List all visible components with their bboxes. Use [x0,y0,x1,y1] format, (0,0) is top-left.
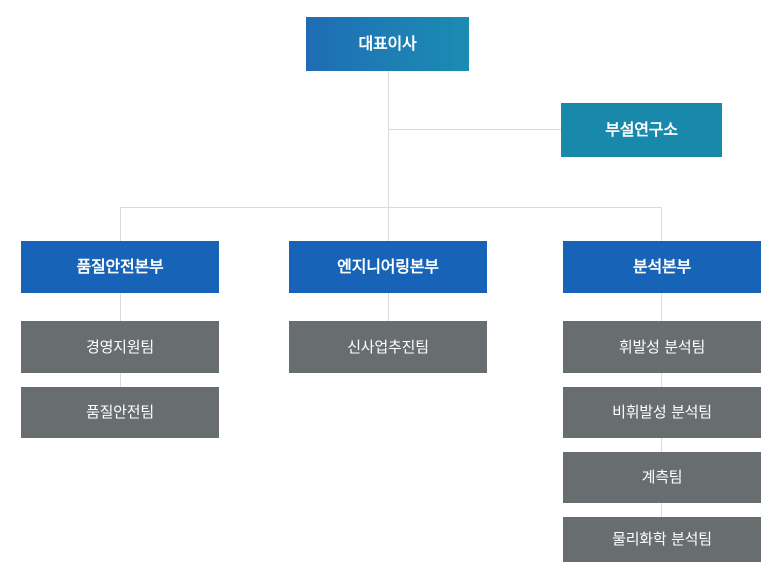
node-ceo[interactable]: 대표이사 [306,17,469,71]
node-team-management-support-label: 경영지원팀 [85,337,154,356]
node-division-engineering[interactable]: 엔지니어링본부 [289,241,487,293]
connector-division-bus [120,207,662,208]
node-team-nonvolatile-analysis[interactable]: 비휘발성 분석팀 [563,387,761,438]
connector-bus-to-division-3 [661,207,662,241]
node-team-management-support[interactable]: 경영지원팀 [21,321,219,373]
node-team-new-business-label: 신사업추진팀 [347,337,429,356]
node-team-measurement-label: 계측팀 [641,468,683,487]
connector-division-3-to-team-1 [661,293,662,321]
connector-division-3-team-1-to-team-2 [661,373,662,387]
node-team-physicochemical-analysis-label: 물리화학 분석팀 [612,530,712,549]
connector-bus-to-division-1 [120,207,121,241]
node-division-engineering-label: 엔지니어링본부 [337,257,439,277]
connector-division-3-team-3-to-team-4 [661,503,662,517]
connector-division-2-to-team-1 [388,293,389,321]
node-team-nonvolatile-analysis-label: 비휘발성 분석팀 [612,403,712,422]
node-team-measurement[interactable]: 계측팀 [563,452,761,503]
connector-ceo-to-research-lab [388,129,562,130]
node-team-volatile-analysis-label: 휘발성 분석팀 [618,337,706,356]
node-division-analysis[interactable]: 분석본부 [563,241,761,293]
node-division-analysis-label: 분석본부 [632,257,692,277]
connector-division-3-team-2-to-team-3 [661,438,662,452]
connector-division-1-to-team-1 [120,293,121,321]
node-team-quality-safety-label: 품질안전팀 [85,403,154,422]
connector-bus-to-division-2 [388,207,389,241]
node-division-quality-safety[interactable]: 품질안전본부 [21,241,219,293]
node-team-new-business[interactable]: 신사업추진팀 [289,321,487,373]
node-team-quality-safety[interactable]: 품질안전팀 [21,387,219,438]
node-team-physicochemical-analysis[interactable]: 물리화학 분석팀 [563,517,761,562]
connector-division-1-team-1-to-team-2 [120,373,121,387]
node-research-lab-label: 부설연구소 [605,120,678,140]
connector-ceo-trunk [388,71,389,208]
node-team-volatile-analysis[interactable]: 휘발성 분석팀 [563,321,761,373]
node-ceo-label: 대표이사 [358,34,417,54]
node-research-lab[interactable]: 부설연구소 [561,103,722,157]
node-division-quality-safety-label: 품질안전본부 [76,257,164,277]
